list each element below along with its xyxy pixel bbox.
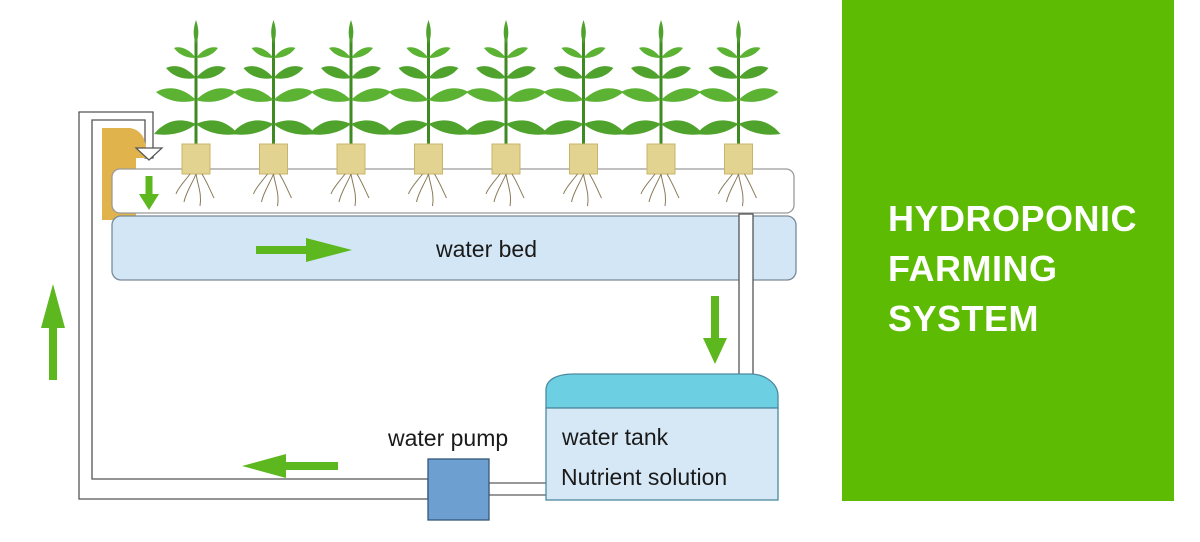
panel-title-line: FARMING	[888, 248, 1058, 289]
nutrient-solution-label: Nutrient solution	[561, 464, 728, 490]
panel-title-line: HYDROPONIC	[888, 198, 1138, 239]
drain-pipe	[738, 213, 754, 379]
flow-arrows	[41, 176, 727, 478]
grow-tray	[111, 168, 795, 214]
arrow-down-into-tray	[139, 176, 159, 210]
water-bed	[111, 215, 797, 281]
water-tank-label: water tank	[562, 424, 669, 450]
water-pump	[427, 458, 490, 521]
system-diagram	[41, 18, 797, 521]
arrow-right-bed	[256, 238, 352, 262]
water-pump-label: water pump	[388, 425, 509, 451]
panel-title-line: SYSTEM	[888, 298, 1040, 339]
water-bed-label: water bed	[436, 236, 538, 262]
arrow-up-left	[41, 284, 65, 380]
arrow-down-tank	[703, 296, 727, 364]
arrow-left-bottom	[242, 454, 338, 478]
title-panel: HYDROPONIC FARMING SYSTEM	[842, 0, 1174, 501]
water-tank	[545, 373, 779, 501]
panel-title: HYDROPONIC FARMING SYSTEM	[888, 194, 1137, 344]
